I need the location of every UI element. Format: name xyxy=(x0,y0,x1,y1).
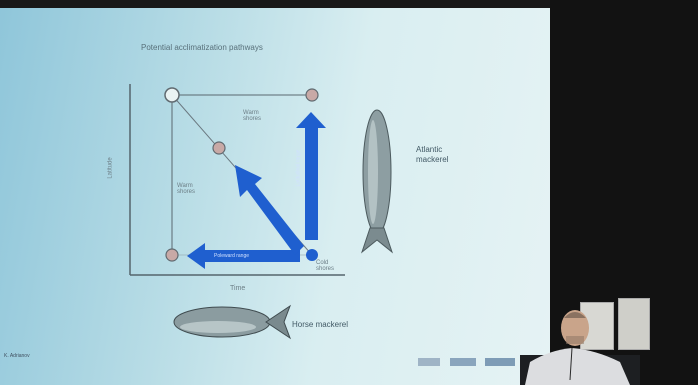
logo-mark xyxy=(485,358,516,366)
arrow-up-label: Latitudinal range xyxy=(295,149,302,187)
arrow-up xyxy=(296,112,326,240)
logo-mark xyxy=(449,358,476,366)
sponsor-logos xyxy=(418,358,516,368)
horse-mackerel-image xyxy=(173,304,292,340)
slide-footer: K. Adrianov xyxy=(4,353,30,359)
arrow-left xyxy=(187,243,300,269)
node-bottom-right xyxy=(306,249,318,261)
slide-title: Potential acclimatization pathways xyxy=(141,43,263,52)
y-axis-label: Latitude xyxy=(107,157,114,179)
atlantic-mackerel-label: Atlantic mackerel xyxy=(416,145,449,164)
logo-mark xyxy=(418,358,440,366)
node-top-right xyxy=(305,88,319,102)
node-mid xyxy=(212,141,226,155)
region-label-left: Warm shores xyxy=(177,183,196,195)
cold-shores-label: Cold shores xyxy=(316,260,335,272)
node-bottom-left xyxy=(165,248,179,262)
node-top-left xyxy=(164,87,180,103)
region-label-top: Warm shores xyxy=(243,110,262,122)
presenter-figure xyxy=(520,310,640,385)
horse-mackerel-label: Horse mackerel xyxy=(292,320,349,329)
wall-paper xyxy=(618,298,650,350)
arrow-diagonal xyxy=(235,165,304,255)
atlantic-mackerel-image xyxy=(360,109,394,254)
x-axis-label: Time xyxy=(230,285,246,292)
arrow-left-label: Poleward range xyxy=(214,253,250,259)
